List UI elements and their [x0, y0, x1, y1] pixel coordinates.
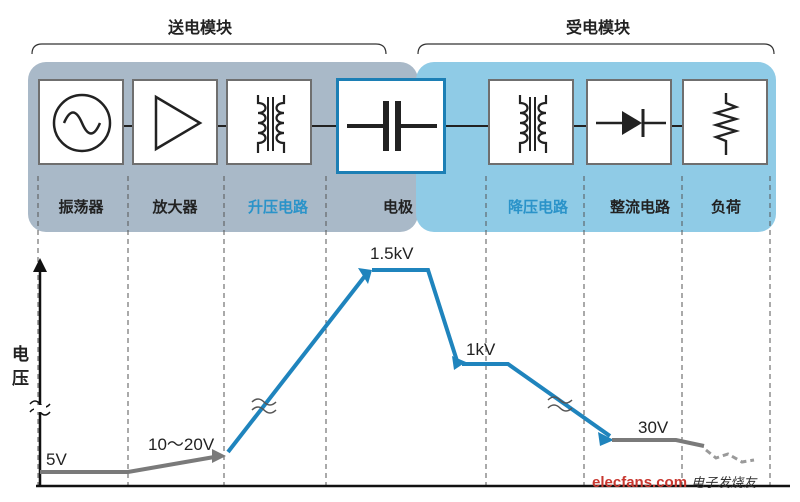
site-watermark: elecfans.com 电子发烧友 [592, 472, 756, 491]
transformer-icon [518, 95, 548, 153]
resistor-icon [711, 93, 741, 155]
level-10-20v: 10～20V [148, 435, 215, 454]
step-up-label: 升压电路 [247, 198, 308, 216]
y-axis-arrow [33, 258, 47, 272]
stage-guide-lines [37, 176, 771, 486]
module-brackets [31, 43, 775, 55]
step-down-box [488, 79, 574, 165]
voltage-line-1-5kv [372, 268, 460, 365]
voltage-line-5v [40, 454, 221, 474]
amplifier-box [132, 79, 218, 165]
voltage-line-1kv [462, 362, 612, 438]
load-label: 负荷 [710, 198, 741, 216]
oscillator-label: 振荡器 [58, 198, 104, 216]
voltage-line-30v [612, 438, 705, 448]
ylabel-char-1: 电 [12, 345, 29, 365]
watermark-site: elecfans.com [592, 474, 688, 491]
drop-break-mark [547, 396, 573, 412]
step-down-label: 降压电路 [507, 198, 568, 216]
send-bracket [31, 43, 387, 55]
capacitor-icon [347, 101, 437, 151]
diode-icon [596, 109, 666, 137]
triangle-amplifier-icon [154, 94, 203, 152]
level-30v: 30V [638, 418, 669, 437]
voltage-arrow-10-20v [212, 449, 226, 463]
level-1kv: 1kV [466, 340, 496, 359]
rectifier-label: 整流电路 [609, 198, 670, 216]
load-box [682, 79, 768, 165]
transformer-icon [256, 95, 286, 153]
amplifier-label: 放大器 [152, 198, 198, 216]
step-up-box [226, 79, 312, 165]
level-5v: 5V [46, 450, 67, 469]
ylabel-char-2: 压 [12, 369, 29, 389]
voltage-arrow-30v [598, 432, 614, 446]
watermark-cn: 电子发烧友 [691, 475, 757, 490]
output-ripple [705, 448, 755, 464]
receive-bracket [417, 43, 775, 55]
oscillator-box [38, 79, 124, 165]
send-module-title: 送电模块 [167, 18, 232, 37]
rise-break-mark [251, 398, 277, 414]
electrode-label: 电极 [382, 198, 413, 216]
rectifier-box [586, 79, 672, 165]
electrode-box [336, 78, 446, 174]
voltage-arrow-1-5kv [358, 268, 372, 284]
receive-module-title: 受电模块 [565, 18, 630, 37]
voltage-line-rise [226, 270, 370, 454]
voltage-arrow-1kv [452, 356, 466, 370]
level-1-5kv: 1.5kV [370, 244, 414, 263]
sine-wave-icon [52, 93, 112, 153]
